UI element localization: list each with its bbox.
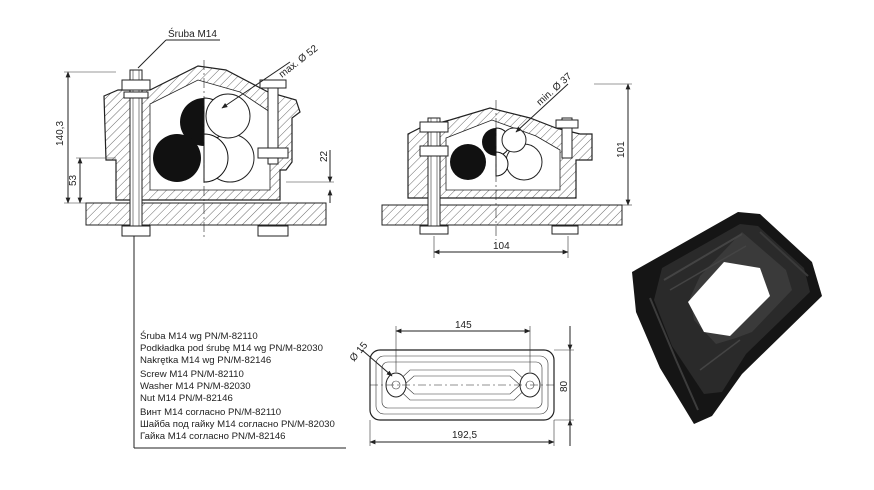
- right-base-plate: [381, 204, 623, 226]
- note-pl-3: Nakrętka M14 wg PN/M-82146: [140, 355, 271, 366]
- product-3d-render: [632, 212, 822, 424]
- top-dim-hole: Ø 15: [348, 340, 371, 364]
- left-bolt-callout: Śruba M14: [168, 27, 217, 40]
- right-view-right-bolt: [551, 117, 579, 235]
- left-bolt: [121, 69, 151, 237]
- note-pl-2: Podkładka pod śrubę M14 wg PN/M-82030: [140, 343, 323, 354]
- left-cable-white-top: [205, 93, 251, 139]
- left-dim-gap: 22: [319, 150, 330, 162]
- fastener-notes: Śruba M14 wg PN/M-82110 Podkładka pod śr…: [140, 330, 335, 442]
- right-section-view: min. Ø 37 101 104: [381, 71, 632, 258]
- note-ru-2: Шайба под гайку M14 согласно PN/M-82030: [140, 419, 335, 430]
- right-cable-black-left: [450, 144, 486, 180]
- note-en-2: Washer M14 PN/M-82030: [140, 381, 251, 392]
- left-max-dia-label: max. Ø 52: [277, 43, 320, 80]
- top-dim-inner-width: 145: [455, 320, 472, 331]
- note-en-3: Nut M14 PN/M-82146: [140, 393, 233, 404]
- left-dim-base-height: 53: [68, 174, 79, 186]
- left-section-view: Śruba M14 max. Ø 52 140,3 53 22: [55, 27, 346, 449]
- top-plan-view: Ø 15 145 192,5 80: [348, 320, 574, 446]
- right-dim-width: 104: [493, 241, 510, 252]
- top-dim-outer-width: 192,5: [452, 430, 477, 441]
- right-view-left-bolt: [419, 117, 449, 235]
- left-cable-black-bottom: [153, 134, 201, 182]
- right-bolt: [257, 79, 289, 237]
- note-en-1: Screw M14 PN/M-82110: [140, 369, 244, 380]
- right-min-dia-label: min. Ø 37: [535, 71, 575, 108]
- left-dim-total-height: 140,3: [55, 121, 66, 146]
- note-ru-3: Гайка M14 согласно PN/M-82146: [140, 431, 286, 442]
- right-dim-height: 101: [616, 141, 627, 158]
- top-dim-depth: 80: [559, 380, 570, 392]
- note-ru-1: Винт M14 согласно PN/M-82110: [140, 407, 281, 418]
- left-base-plate: [85, 202, 327, 226]
- note-pl-1: Śruba M14 wg PN/M-82110: [140, 330, 258, 342]
